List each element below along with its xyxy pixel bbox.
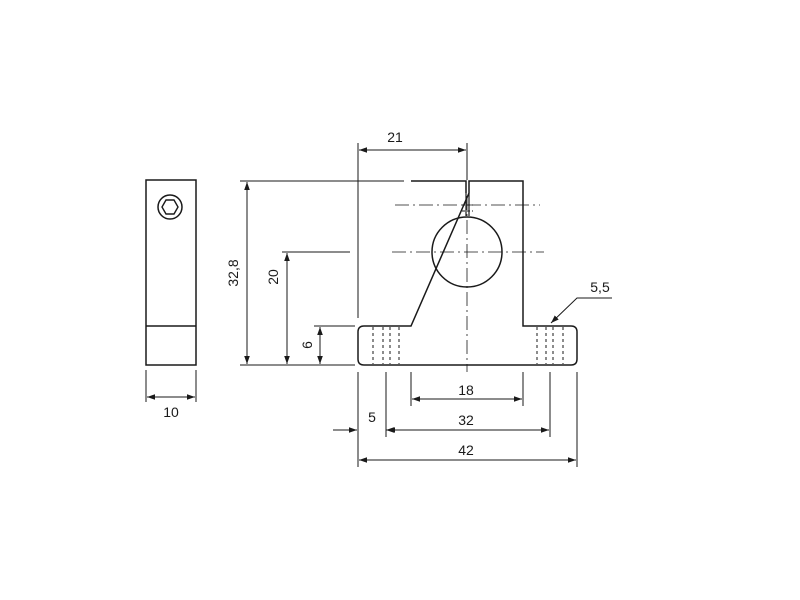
overall-width-label: 42 [458,442,474,458]
hidden-mounting-hole-right [536,327,564,364]
hex-socket-icon [161,199,179,215]
hole-diameter-leader [550,297,612,324]
base-height-label: 6 [299,341,315,349]
overall-height-label: 32,8 [225,259,241,286]
inner-width-label: 18 [458,382,474,398]
top-width-label: 21 [387,129,403,145]
screw-head-outline [157,194,183,220]
hidden-mounting-hole-left [372,327,400,364]
hole-spacing-label: 32 [458,412,474,428]
front-view [240,143,612,467]
side-width-label: 10 [163,404,179,420]
edge-offset-label: 5 [368,409,376,425]
hole-diameter-label: 5,5 [590,279,610,295]
side-view-body [145,179,197,366]
bracket-outline [357,180,578,366]
axis-height-label: 20 [265,269,281,285]
side-view [145,179,197,402]
